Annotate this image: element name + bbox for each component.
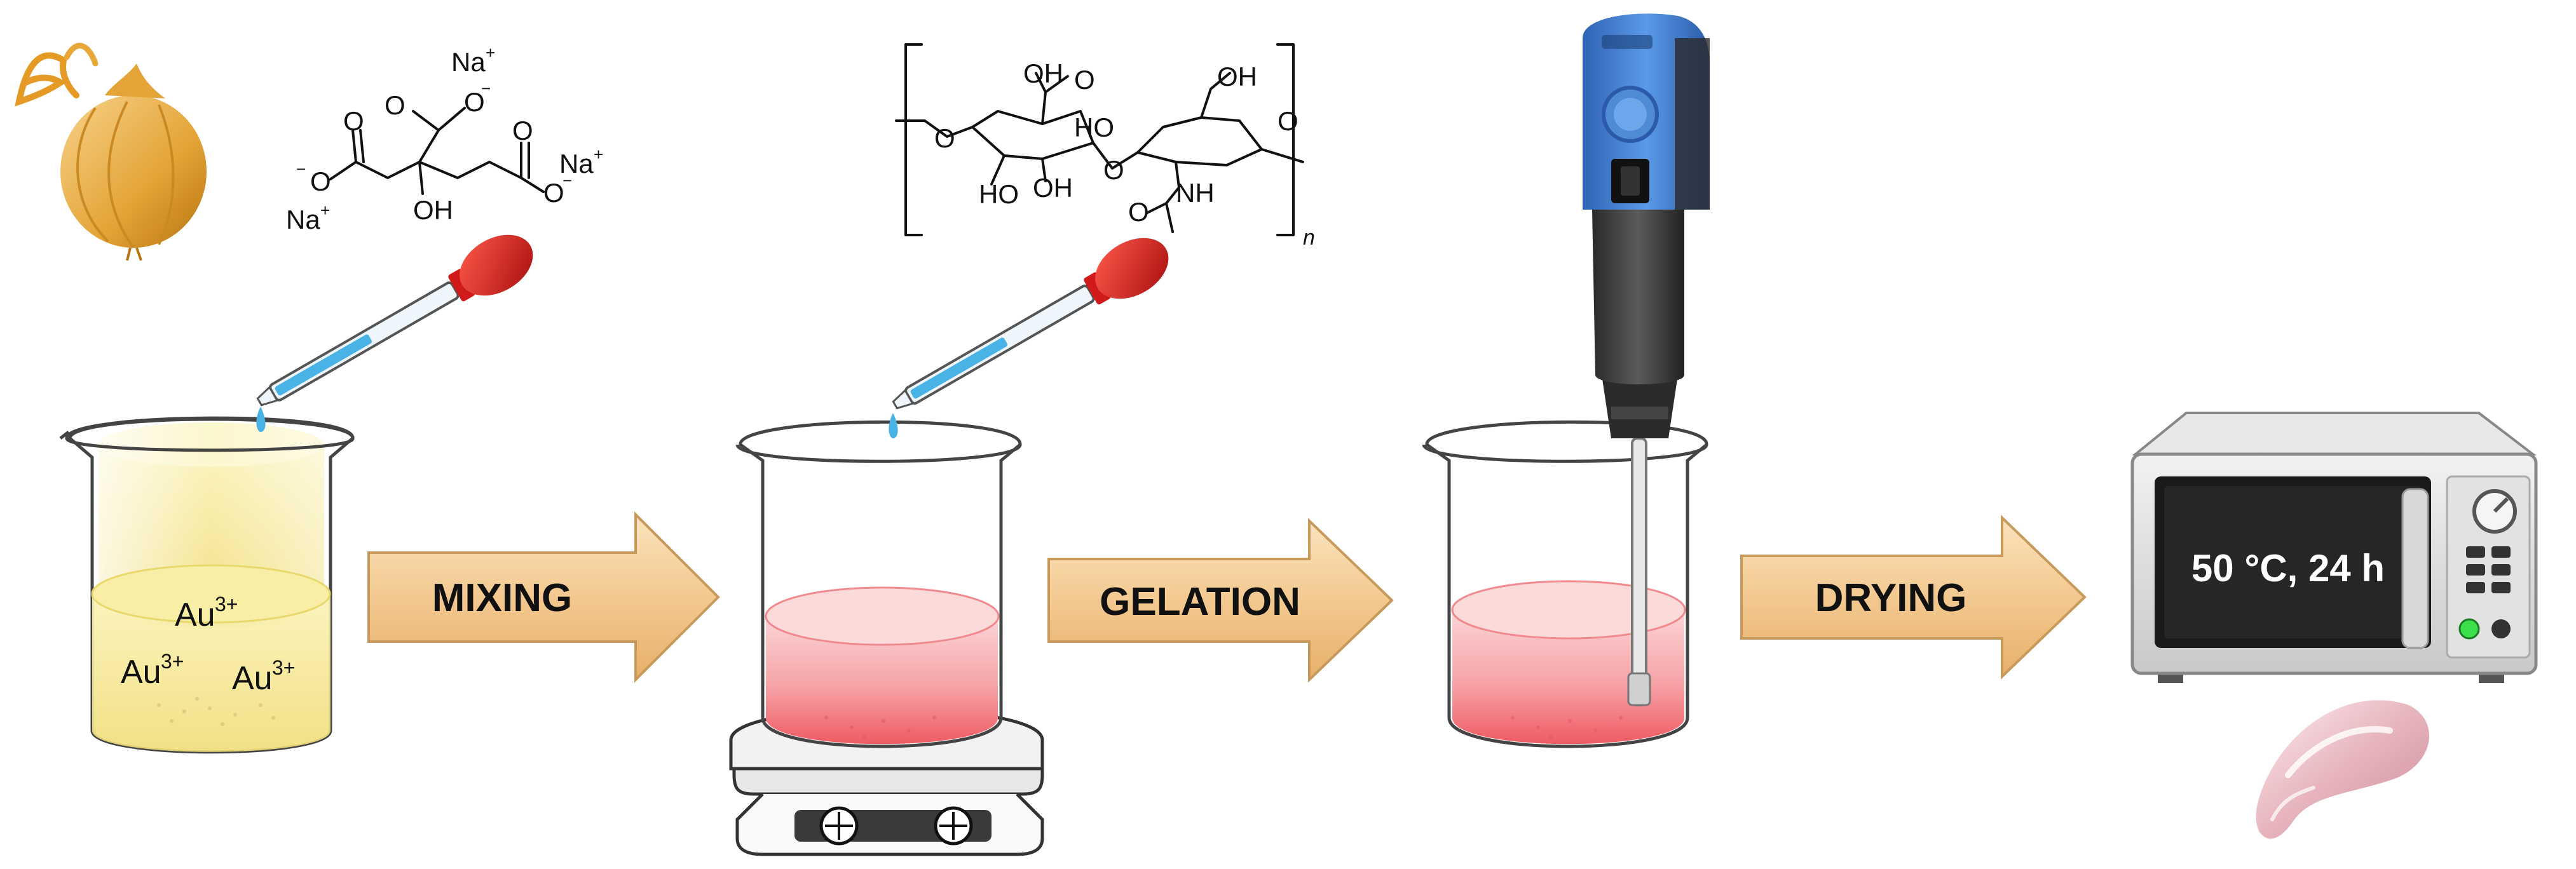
citrate-na-left: Na [286,205,320,234]
oven-icon: 50 °C, 24 h [2130,412,2538,683]
dropper-icon [256,234,533,407]
step-label-drying: DRYING [1815,576,1967,620]
ha-o-acetyl: O [1128,197,1149,227]
au-ion-3-charge: 3+ [272,656,295,679]
onion-icon [15,43,207,261]
citrate-oh: OH [413,195,453,225]
au-ion-1-charge: 3+ [215,593,238,616]
au-ion-2: Au [121,654,161,690]
au-ion-1: Au [175,596,215,633]
ha-o-left: O [934,123,955,153]
citrate-na-right: Na [559,149,594,179]
citrate-charge-left: − [296,159,306,179]
ha-ho-mid: HO [1074,112,1114,142]
citrate-o-right: O [543,178,564,208]
ha-o-ring-right: O [1278,106,1298,136]
sodium-citrate-structure: O O − O O − O O − OH Na + Na + Na + [286,43,603,234]
citrate-o-left-top: O [343,106,364,136]
arrow-mixing: MIXING [367,511,720,683]
homogenizer-icon [1583,13,1710,706]
oven-display: 50 °C, 24 h [2191,547,2385,589]
ha-oh-top: OH [1023,58,1063,88]
au-ion-3: Au [232,660,273,697]
citrate-o-top: O [464,87,485,117]
ha-nh: NH [1176,178,1215,208]
beaker-gold-solution: Au 3+ Au 3+ Au 3+ [59,416,355,754]
dropper-icon [892,238,1169,410]
arrow-drying: DRYING [1740,515,2087,680]
ha-o-ring-carbonyl: O [1074,65,1095,95]
droplet-icon [889,413,898,438]
citrate-charge-top: − [481,79,491,98]
step-label-mixing: MIXING [432,576,572,620]
citrate-na-top-charge: + [486,43,495,62]
citrate-o-right-top: O [512,116,533,145]
citrate-na-left-charge: + [320,201,330,220]
beaker-pink-mixture [735,420,1022,748]
ha-ho-bottom: HO [979,179,1019,209]
citrate-na-right-charge: + [594,145,603,164]
arrow-gelation: GELATION [1047,518,1394,683]
ha-n-subscript: n [1303,226,1315,250]
ha-oh-right: OH [1217,62,1257,91]
hyaluronate-structure: OH O O HO OH HO O OH O NH O n [895,43,1315,250]
ha-o-link: O [1103,155,1124,185]
citrate-o-top-left: O [385,90,405,120]
citrate-na-top: Na [451,47,486,77]
beaker-pink-gel [1422,420,1708,748]
gel-sample-icon [2256,700,2430,839]
ha-oh-bottom: OH [1033,173,1073,203]
citrate-o-left: O [310,166,331,196]
droplet-icon [256,407,266,432]
step-label-gelation: GELATION [1100,580,1300,624]
au-ion-2-charge: 3+ [161,650,184,673]
citrate-charge-right: − [562,171,572,190]
